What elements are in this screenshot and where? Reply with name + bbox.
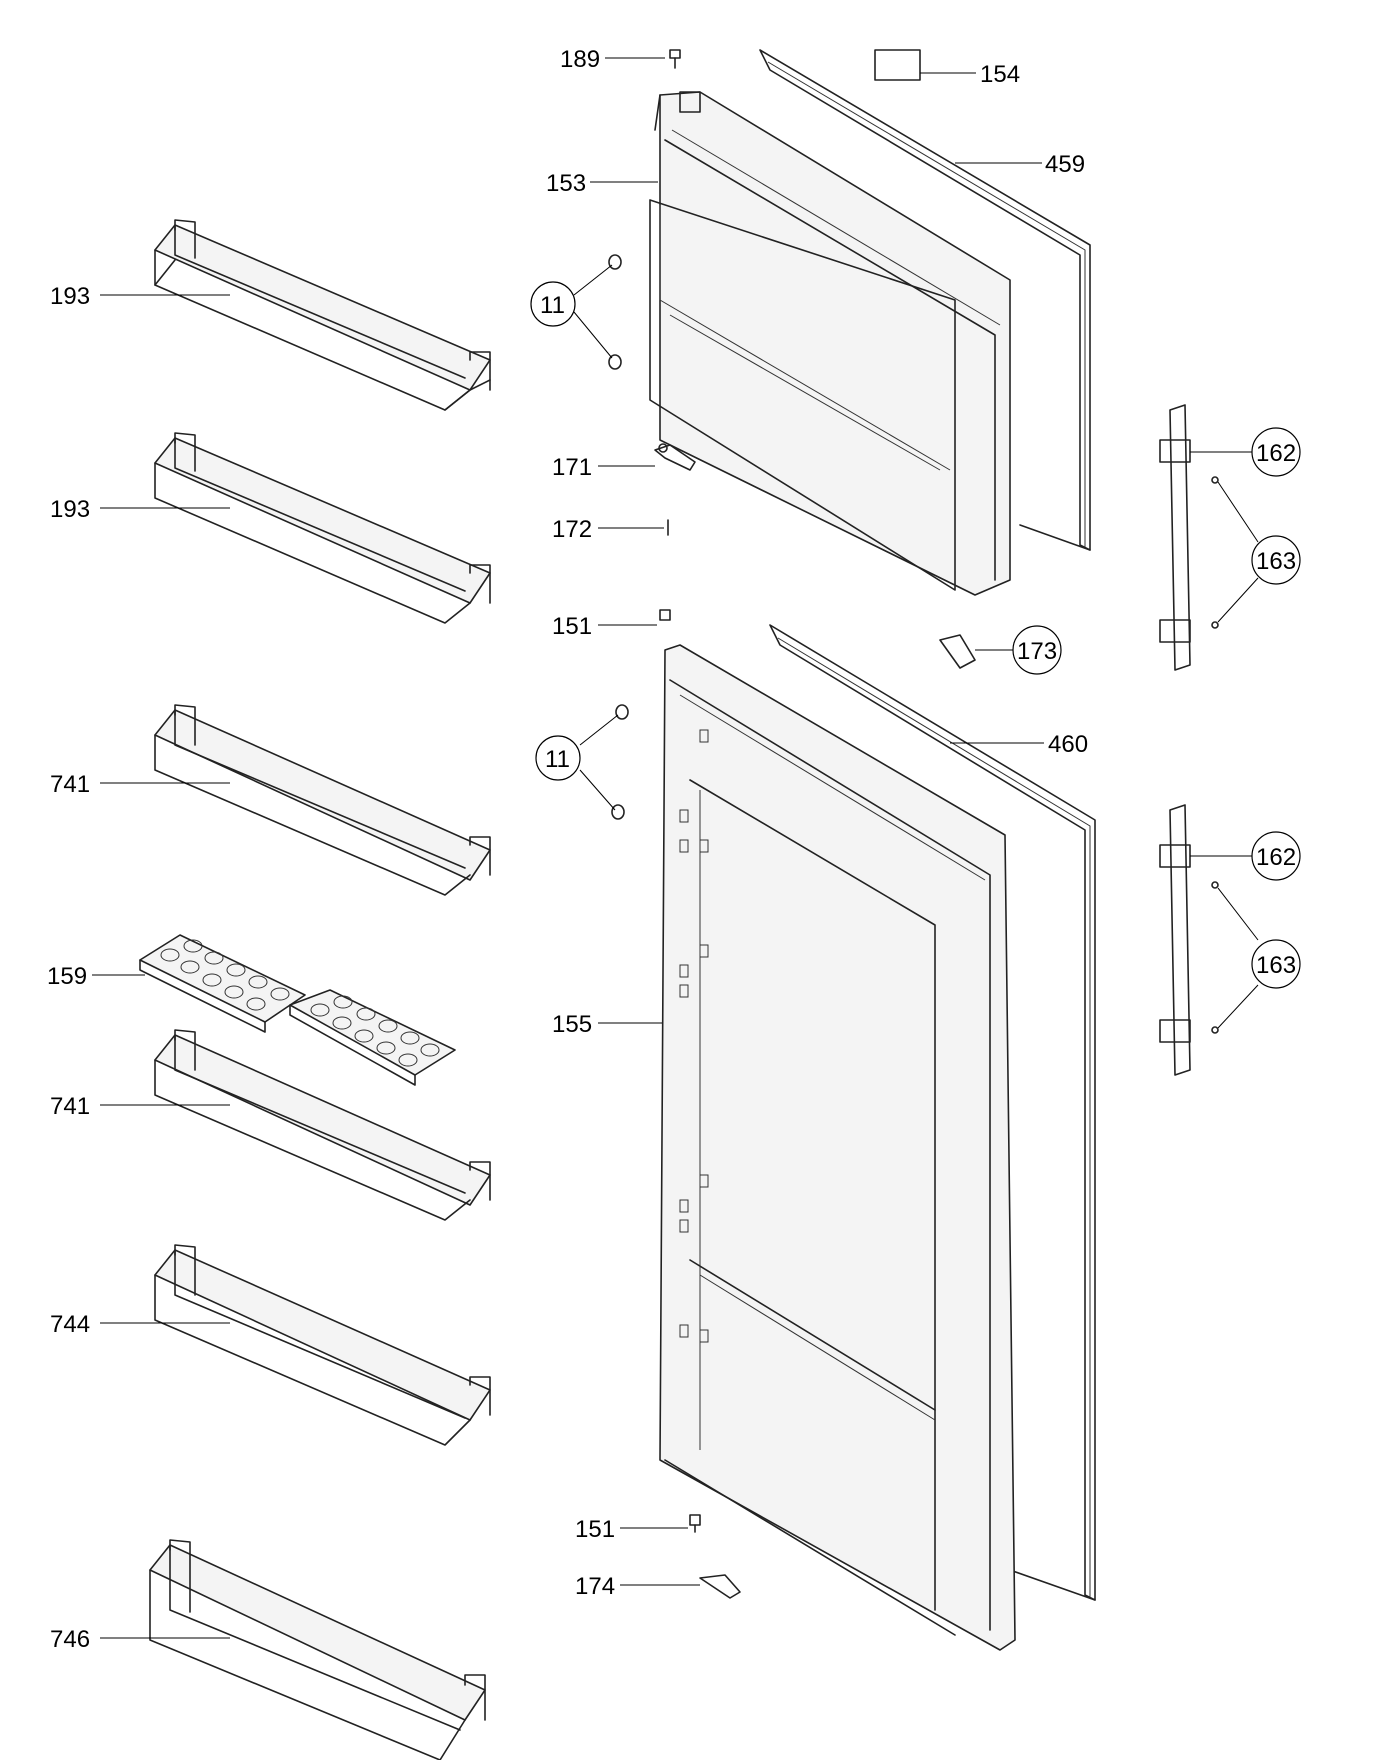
leader-lines <box>92 57 1259 1639</box>
callout-193-upper: 193 <box>50 283 90 310</box>
door-bin-193-upper <box>154 219 491 411</box>
hinge-173 <box>939 634 976 669</box>
callout-193-lower: 193 <box>50 496 90 523</box>
callout-159: 159 <box>47 963 87 990</box>
callout-172: 172 <box>552 516 592 543</box>
callout-162-lower: 162 <box>1256 844 1296 871</box>
callout-163-lower: 163 <box>1256 952 1296 979</box>
callout-151-upper: 151 <box>552 613 592 640</box>
door-bin-741-upper <box>154 704 491 896</box>
callout-154: 154 <box>980 61 1020 88</box>
fridge-door-gasket-460 <box>769 624 1096 1601</box>
hinge-171 <box>654 443 696 471</box>
door-bin-744 <box>154 1244 491 1446</box>
plug-11-lower <box>611 704 629 820</box>
bushing-151-upper <box>659 609 671 621</box>
hinge-174 <box>699 1574 741 1599</box>
part-numbers: 189 154 459 153 193 11 193 171 162 172 1… <box>47 46 1296 1653</box>
door-bin-193-lower <box>154 432 491 624</box>
bushing-151-lower <box>689 1514 701 1533</box>
callout-11-upper: 11 <box>540 292 565 319</box>
callout-162-upper: 162 <box>1256 440 1296 467</box>
callout-171: 171 <box>552 454 592 481</box>
callout-circles <box>530 281 1301 989</box>
callout-163-upper: 163 <box>1256 548 1296 575</box>
callout-173: 173 <box>1017 638 1057 665</box>
callout-189: 189 <box>560 46 600 73</box>
callout-11-lower: 11 <box>545 746 570 773</box>
callout-155: 155 <box>552 1011 592 1038</box>
callout-153: 153 <box>546 170 586 197</box>
plug-11-upper <box>608 254 622 370</box>
egg-tray-159 <box>139 934 456 1086</box>
freezer-door-153 <box>649 91 1011 596</box>
handle-162-lower <box>1159 804 1219 1076</box>
callout-460: 460 <box>1048 731 1088 758</box>
callout-741-lower: 741 <box>50 1093 90 1120</box>
door-bin-741-lower <box>154 1029 491 1221</box>
freezer-door-gasket-459 <box>759 49 1091 551</box>
screw-189 <box>669 49 681 69</box>
callout-741-upper: 741 <box>50 771 90 798</box>
callout-459: 459 <box>1045 151 1085 178</box>
fridge-door-155 <box>659 644 1016 1651</box>
door-bin-746 <box>149 1539 486 1760</box>
label-154 <box>874 49 921 81</box>
handle-162-upper <box>1159 404 1219 671</box>
callout-151-lower: 151 <box>575 1516 615 1543</box>
callout-174: 174 <box>575 1573 615 1600</box>
callout-744: 744 <box>50 1311 90 1338</box>
callout-746: 746 <box>50 1626 90 1653</box>
